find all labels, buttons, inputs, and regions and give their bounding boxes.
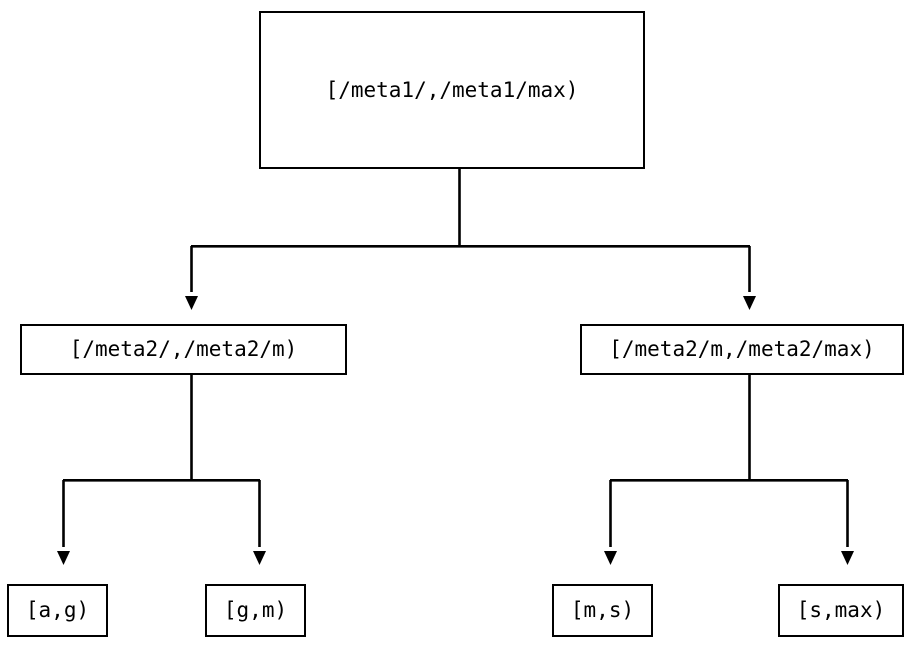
tree-node-root-label: [/meta1/,/meta1/max) bbox=[325, 77, 579, 102]
tree-node-leaf-smax[interactable]: [s,max) bbox=[778, 584, 904, 637]
arrowhead-to-leaf-ag bbox=[57, 551, 70, 565]
tree-node-meta2-low-label: [/meta2/,/meta2/m) bbox=[69, 337, 298, 361]
arrowhead-to-leaf-gm bbox=[253, 551, 266, 565]
arrowhead-to-meta2-high bbox=[743, 296, 756, 310]
tree-node-leaf-smax-label: [s,max) bbox=[796, 598, 886, 622]
tree-node-leaf-ag-label: [a,g) bbox=[25, 598, 90, 622]
tree-node-leaf-ms-label: [m,s) bbox=[570, 598, 635, 622]
tree-node-meta2-high[interactable]: [/meta2/m,/meta2/max) bbox=[580, 324, 904, 375]
tree-node-meta2-low[interactable]: [/meta2/,/meta2/m) bbox=[20, 324, 347, 375]
tree-node-leaf-ms[interactable]: [m,s) bbox=[552, 584, 653, 637]
arrowhead-to-leaf-smax bbox=[841, 551, 854, 565]
edge-root-to-meta2-group bbox=[185, 169, 756, 310]
tree-node-root[interactable]: [/meta1/,/meta1/max) bbox=[259, 11, 645, 169]
tree-node-leaf-gm[interactable]: [g,m) bbox=[205, 584, 306, 637]
edge-meta2-high-to-leaves-group bbox=[604, 375, 854, 565]
tree-node-leaf-gm-label: [g,m) bbox=[223, 598, 288, 622]
edge-meta2-low-to-leaves-group bbox=[57, 375, 266, 565]
tree-node-meta2-high-label: [/meta2/m,/meta2/max) bbox=[609, 337, 875, 361]
tree-node-leaf-ag[interactable]: [a,g) bbox=[7, 584, 108, 637]
arrowhead-to-meta2-low bbox=[185, 296, 198, 310]
arrowhead-to-leaf-ms bbox=[604, 551, 617, 565]
